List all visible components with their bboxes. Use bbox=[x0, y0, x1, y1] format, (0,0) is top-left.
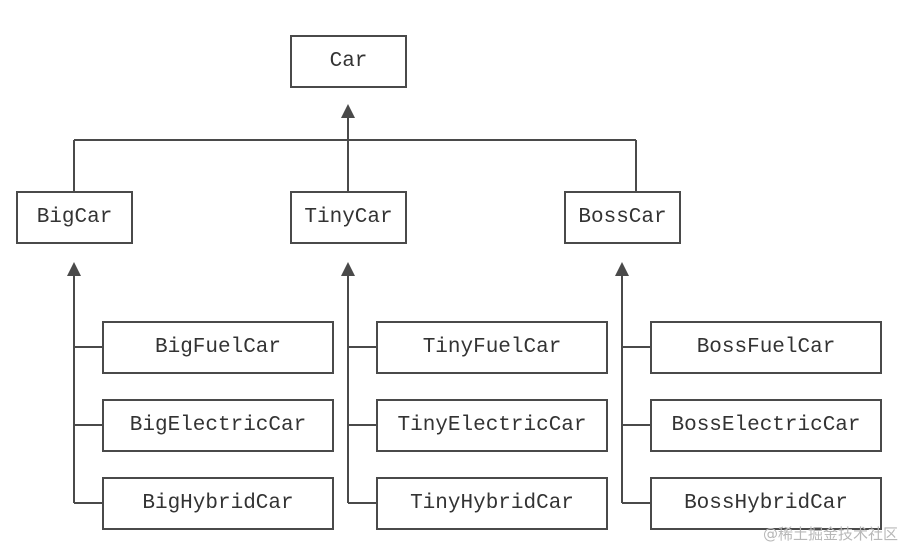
node-tinyfuelcar: TinyFuelCar bbox=[376, 321, 608, 374]
node-bigelectriccar: BigElectricCar bbox=[102, 399, 334, 452]
node-tinyhybridcar: TinyHybridCar bbox=[376, 477, 608, 530]
arrowhead-to-tinycar bbox=[341, 262, 355, 276]
node-car: Car bbox=[290, 35, 407, 88]
node-tinycar: TinyCar bbox=[290, 191, 407, 244]
node-bighybridcar: BigHybridCar bbox=[102, 477, 334, 530]
node-bigcar: BigCar bbox=[16, 191, 133, 244]
arrowhead-to-bigcar bbox=[67, 262, 81, 276]
node-bosshybridcar: BossHybridCar bbox=[650, 477, 882, 530]
node-tinyelectriccar: TinyElectricCar bbox=[376, 399, 608, 452]
watermark-text: @稀土掘金技术社区 bbox=[762, 525, 898, 543]
node-bossfuelcar: BossFuelCar bbox=[650, 321, 882, 374]
node-bigfuelcar: BigFuelCar bbox=[102, 321, 334, 374]
node-bosselectriccar: BossElectricCar bbox=[650, 399, 882, 452]
arrowhead-to-bosscar bbox=[615, 262, 629, 276]
node-bosscar: BossCar bbox=[564, 191, 681, 244]
arrowhead-to-car bbox=[341, 104, 355, 118]
